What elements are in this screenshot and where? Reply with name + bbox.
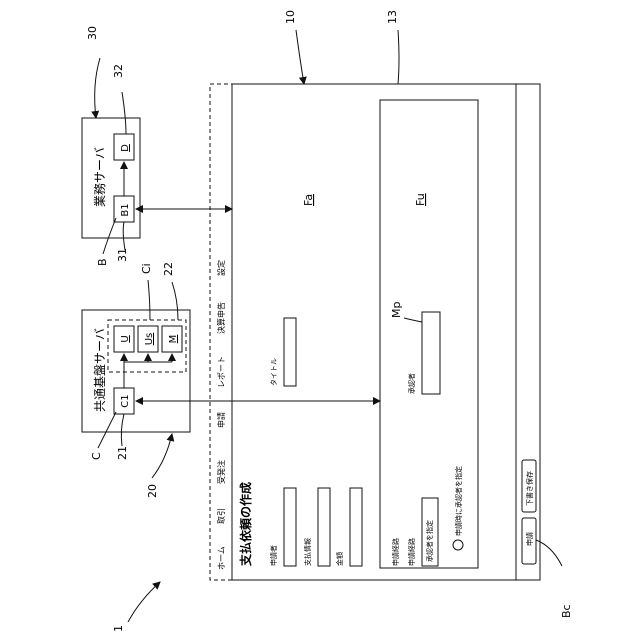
common-c1-label: C1 [120,394,131,407]
common-us-label: Us [144,333,155,346]
common-m-label: M [168,335,179,344]
common-u-label: U [120,335,131,342]
ref-bc: Bc [536,540,573,618]
title-label: タイトル [269,358,278,386]
nav-item-settings[interactable]: 設定 [216,260,226,276]
approver-label: 承認者 [407,373,416,394]
route-note: 申請時に承認者を指定 [454,466,463,536]
nav-item-home[interactable]: ホーム [217,546,226,570]
ref-32-label: 32 [112,64,125,78]
business-server: 業務サーバ B1 D [82,118,140,238]
amount-label: 金額 [335,552,344,566]
nav-bar: ホーム 取引 受発注 申請 レポート 決算申告 設定 [216,260,226,570]
form-title: 支払依頼の作成 [238,482,253,567]
business-d-label: D [120,144,131,152]
ref-ci-label: Ci [140,263,153,274]
ref-21-label: 21 [116,446,129,460]
amount-field[interactable] [350,488,362,566]
fa-label: Fa [302,194,315,206]
ref-13-label: 13 [386,10,399,24]
main-frame [232,84,540,580]
ref-1-label: 1 [112,625,125,632]
common-server: 共通基盤サーバ C1 U Us M [82,310,190,432]
ref-b-label: B [96,258,109,266]
ref-30-label: 30 [86,26,99,40]
payment-info-label: 支払情報 [303,538,312,566]
common-server-title: 共通基盤サーバ [93,328,107,412]
ref-20: 20 [146,434,172,498]
nav-item-reports[interactable]: レポート [217,356,226,388]
ref-mp: Mp [390,302,422,322]
route-label: 申請経路 [407,538,416,566]
save-draft-button-label: 下書き保存 [525,471,534,506]
ref-10: 10 [284,10,304,84]
payment-info-field[interactable] [318,488,330,566]
apply-button-label: 申請 [525,532,534,546]
ref-13: 13 [386,10,399,84]
applicant-field[interactable] [284,488,296,566]
route-step-marker [453,540,463,550]
ref-bc-label: Bc [560,604,573,618]
ref-30: 30 [86,26,100,118]
ref-mp-label: Mp [390,302,403,318]
ref-1: 1 [112,582,160,632]
nav-item-settlement[interactable]: 決算申告 [216,302,226,334]
business-b1-label: B1 [120,203,131,216]
ref-10-label: 10 [284,10,297,24]
fu-label: Fu [414,193,427,206]
nav-item-transactions[interactable]: 取引 [217,508,226,524]
ref-31-label: 31 [116,248,129,262]
approver-field[interactable] [422,312,440,394]
route-heading: 申請経路 [391,538,400,566]
ref-22-label: 22 [162,262,175,276]
screen-frame [210,84,540,580]
route-select-value: 承認者を指定 [425,520,434,562]
nav-item-applications[interactable]: 申請 [216,412,226,428]
nav-item-orders[interactable]: 受発注 [216,460,226,484]
ui-screen [210,84,540,580]
ref-c-label: C [90,452,103,460]
business-server-title: 業務サーバ [93,147,107,207]
ref-20-label: 20 [146,484,159,498]
title-field[interactable] [284,318,296,386]
applicant-label: 申請者 [269,545,278,566]
